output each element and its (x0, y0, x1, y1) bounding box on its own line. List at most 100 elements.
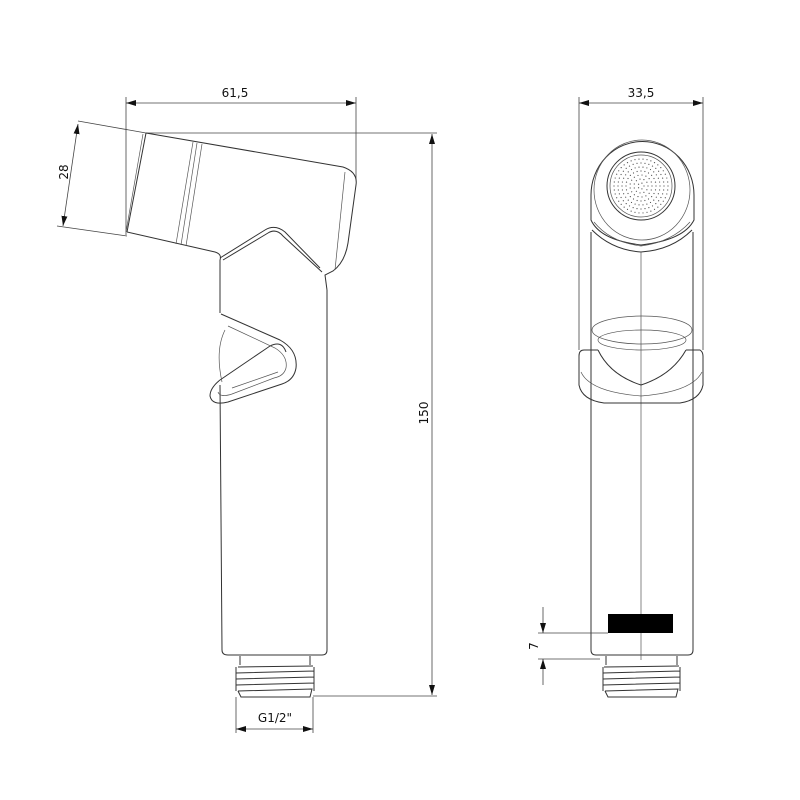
nozzle-hole (640, 208, 642, 210)
nozzle-hole (643, 191, 645, 193)
nozzle-hole (653, 199, 655, 201)
nozzle-hole (622, 200, 624, 202)
dimension-label-width: 61,5 (222, 86, 249, 100)
thread-fitting-side (235, 656, 315, 698)
nozzle-hole (613, 181, 615, 183)
nozzle-hole (617, 185, 619, 187)
nozzle-hole (617, 181, 619, 183)
nozzle-hole (647, 185, 649, 187)
dimension-label-front-width: 33,5 (628, 86, 655, 100)
nozzle-hole (628, 165, 631, 167)
nozzle-hole (635, 190, 638, 192)
nozzle-hole (663, 181, 665, 183)
nozzle-hole (653, 171, 655, 173)
nozzle-hole (644, 162, 646, 164)
nozzle-hole (650, 210, 652, 212)
nozzle-hole (636, 199, 638, 202)
nozzle-hole (667, 189, 669, 191)
trigger-lever (209, 313, 297, 404)
head-band (125, 133, 144, 233)
nozzle-hole (642, 158, 644, 160)
nozzle-hole (647, 172, 650, 174)
nozzle-hole (664, 197, 666, 199)
nozzle-hole (660, 167, 662, 169)
nozzle-hole (662, 200, 664, 202)
nozzle-hole (635, 180, 638, 182)
nozzle-hole (648, 177, 650, 180)
nozzle-hole (623, 206, 625, 208)
nozzle-hole (653, 177, 655, 180)
spray-head-outline (126, 132, 357, 291)
nozzle-hole (649, 201, 652, 204)
nozzle-hole (663, 185, 665, 187)
nozzle-hole (657, 206, 659, 208)
dimension-thread: G1/2" (235, 697, 314, 733)
nozzle-hole (613, 189, 615, 191)
nozzle-hole (640, 200, 642, 202)
nozzle-hole (629, 187, 631, 189)
nozzle-hole (655, 196, 657, 198)
nozzle-hole (623, 164, 625, 166)
nozzle-hole (639, 178, 641, 180)
nozzle-hole (630, 168, 633, 171)
nozzle-hole (618, 200, 620, 202)
dimension-width-side: 61,5 (125, 86, 357, 235)
nozzle-hole (628, 205, 631, 207)
nozzle-hole (637, 174, 639, 177)
nozzle-hole (632, 172, 635, 174)
nozzle-hole (643, 185, 645, 187)
nozzle-hole (637, 187, 640, 189)
nozzle-hole (636, 208, 638, 210)
handle-body (219, 260, 328, 656)
nozzle-hole (660, 173, 662, 176)
nozzle-hole (631, 191, 633, 193)
nozzle-hole (638, 212, 640, 214)
nozzle-hole (636, 170, 638, 173)
nozzle-hole (646, 211, 648, 213)
nozzle-hole (660, 196, 662, 199)
nozzle-hole (640, 162, 642, 164)
dimension-offset: 7 (527, 607, 608, 685)
nozzle-hole (638, 166, 640, 168)
nozzle-hole (638, 204, 640, 206)
nozzle-hole (633, 183, 635, 185)
nozzle-hole (616, 197, 618, 199)
nozzle-hole (629, 174, 631, 176)
nozzle-hole (651, 205, 654, 207)
nozzle-hole (620, 203, 622, 205)
nozzle-holes (613, 158, 669, 214)
nozzle-hole (618, 193, 620, 195)
nozzle-hole (660, 203, 662, 205)
nozzle-hole (618, 177, 620, 179)
nozzle-hole (646, 159, 648, 161)
thread-fitting-front (602, 656, 681, 698)
front-view: 33,5 7 (527, 86, 704, 698)
nozzle-hole (648, 192, 650, 195)
nozzle-hole (629, 183, 631, 185)
trigger-notch (219, 226, 323, 273)
nozzle-hole (666, 193, 668, 195)
nozzle-hole (642, 166, 644, 168)
nozzle-hole (622, 170, 624, 172)
nozzle-hole (613, 185, 615, 187)
nozzle-hole (641, 174, 643, 176)
nozzle-hole (646, 203, 648, 205)
nozzle-hole (655, 174, 657, 176)
dimension-label-offset: 7 (527, 642, 541, 650)
nozzle-hole (648, 207, 650, 209)
nozzle-hole (632, 163, 634, 165)
nozzle-hole (625, 196, 627, 198)
nozzle-hole (658, 189, 661, 191)
dimension-label-head: 28 (57, 164, 71, 179)
nozzle-hole (653, 208, 656, 210)
nozzle-hole (666, 177, 668, 179)
nozzle-hole (662, 193, 664, 195)
nozzle-hole (623, 177, 625, 179)
nozzle-hole (662, 177, 664, 179)
nozzle-hole (655, 185, 657, 187)
nozzle-hole (621, 181, 624, 183)
nozzle-hole (634, 159, 636, 161)
handle-body-front (590, 232, 694, 656)
